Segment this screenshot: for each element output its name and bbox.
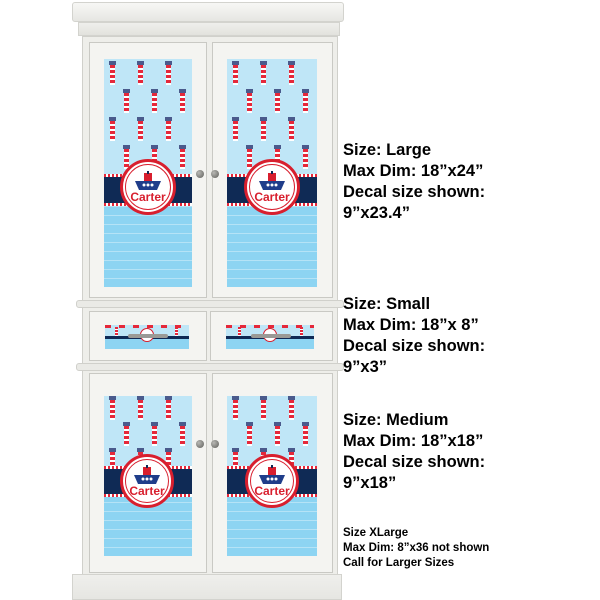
size-small-info: Size: Small Max Dim: 18”x 8” Decal size … [343,294,485,378]
tugboat-icon [259,171,285,190]
right-drawer [210,311,333,361]
drawer-pull [251,334,291,338]
lower-right-knob [211,440,219,448]
decal-size-value: 9”x3” [343,358,388,376]
cabinet-crown-base [78,22,340,36]
upper-left-door: Carter [89,42,207,298]
size-name: Size: Medium [343,411,449,429]
medium-decal-right: Carter [227,396,317,556]
name-badge: Carter [244,159,300,215]
decal-size-label: Decal size shown: [343,183,486,201]
lower-left-knob [196,440,204,448]
size-name: Size XLarge [343,527,409,539]
size-medium-info: Size: Medium Max Dim: 18”x18” Decal size… [343,410,485,494]
name-badge: Carter [120,159,176,215]
cabinet-ledge [76,363,344,371]
lower-right-door: Carter [212,373,333,573]
decal-name-text: Carter [130,190,166,204]
medium-decal-left: Carter [104,396,192,556]
max-dim: Max Dim: 8”x36 not shown [343,542,490,554]
tugboat-icon [135,171,161,190]
max-dim: Max Dim: 18”x 8” [343,316,479,334]
decal-name-text: Carter [254,190,290,204]
decal-size-label: Decal size shown: [343,453,486,471]
decal-name-text: Carter [129,484,165,498]
cabinet-base [72,574,342,600]
upper-right-door: Carter [212,42,333,298]
large-decal-left: Carter [104,59,192,287]
max-dim: Max Dim: 18”x18” [343,432,484,450]
size-large-info: Size: Large Max Dim: 18”x24” Decal size … [343,140,485,224]
decal-size-value: 9”x18” [343,474,397,492]
max-dim: Max Dim: 18”x24” [343,162,484,180]
decal-size-value: 9”x23.4” [343,204,410,222]
drawer-pull [128,334,168,338]
upper-right-knob [211,170,219,178]
cabinet-ledge [76,300,344,308]
cabinet-crown-molding [72,2,344,22]
upper-left-knob [196,170,204,178]
decal-name-text: Carter [254,484,290,498]
size-xlarge-info: Size XLarge Max Dim: 8”x36 not shown Cal… [343,526,489,571]
large-decal-right: Carter [227,59,317,287]
tugboat-icon [134,465,160,484]
size-name: Size: Small [343,295,431,313]
left-drawer [89,311,207,361]
size-name: Size: Large [343,141,432,159]
name-badge: Carter [245,454,299,508]
lower-left-door: Carter [89,373,207,573]
decal-size-label: Decal size shown: [343,337,486,355]
name-badge: Carter [120,454,174,508]
tugboat-icon [259,465,285,484]
call-note: Call for Larger Sizes [343,557,455,569]
